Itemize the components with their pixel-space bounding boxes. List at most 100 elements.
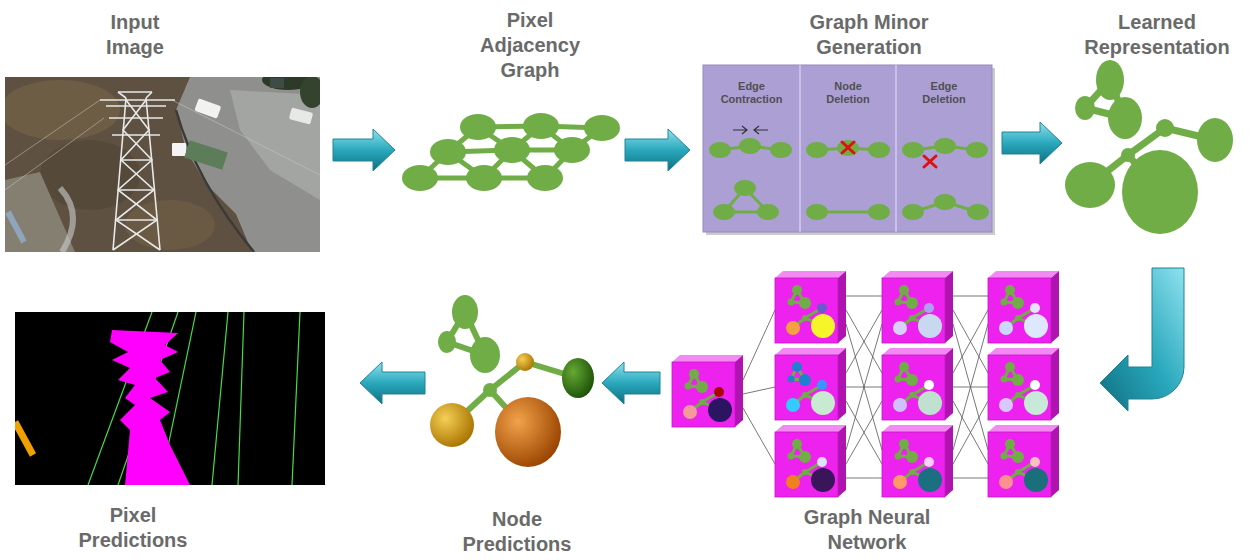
- learned-graph-part-part: [1197, 118, 1233, 162]
- network-part-part: [743, 408, 775, 464]
- minor-panel-part-part: [842, 142, 854, 153]
- minor-panel-part-part: [733, 126, 747, 134]
- minor-panel-part-part: [806, 142, 828, 158]
- minor-panel: [703, 65, 995, 235]
- stage-title: Input Image: [85, 10, 185, 60]
- aerial-photo-part-part: [116, 100, 160, 250]
- minor-panel-part-part: [734, 180, 756, 196]
- minor-panel-part: [703, 65, 992, 232]
- prediction-graph-part: [430, 403, 474, 447]
- aerial-photo-part: [300, 77, 320, 108]
- network-part: [882, 425, 953, 497]
- operation-cell: Edge Contraction: [703, 65, 800, 232]
- aerial-photo-part: [289, 107, 313, 124]
- flow-arrow: [625, 129, 690, 171]
- network-part-part: [953, 478, 988, 479]
- learned-graph-part-part: [1121, 148, 1135, 162]
- stage-title: Learned Representation: [1072, 10, 1242, 60]
- operation-label: Node Deletion: [815, 80, 881, 106]
- graph-stage: Learned Representation: [1065, 62, 1235, 235]
- network-part: [988, 425, 1059, 497]
- minor-panel-part-part: [739, 138, 761, 154]
- network-part-part: [743, 387, 775, 394]
- minor-panel-part: [799, 65, 801, 232]
- minor-panel-part-part: [966, 142, 988, 158]
- prediction-graph-part: [470, 337, 500, 373]
- network-part: [775, 425, 846, 497]
- aerial-photo-part: [40, 140, 140, 210]
- network-part: [988, 271, 1059, 343]
- learned-graph-part-part: [1122, 150, 1198, 234]
- pixel-graph-part-part: [466, 165, 502, 191]
- pixel-graph-part-part: [430, 139, 466, 165]
- minor-panel-part-part: [924, 156, 936, 167]
- prediction-graph: [430, 295, 594, 467]
- network-part-part: [953, 324, 988, 450]
- pixel-graph-part-part: [584, 115, 620, 141]
- pixel-graph-part-part: [494, 137, 530, 163]
- flow-arrow: [333, 129, 395, 171]
- aerial-photo-part: [194, 98, 221, 118]
- pixel-graph-part-part: [523, 113, 559, 139]
- minor-panel-part-part: [924, 156, 936, 167]
- learned-graph: [1065, 60, 1233, 234]
- aerial-photo-part: [176, 77, 320, 252]
- flow-arrow: [360, 362, 425, 404]
- pixel-graph-part: [420, 126, 602, 178]
- aerial-photo-part: [270, 78, 284, 88]
- network-part: [988, 348, 1059, 420]
- learned-graph-part-part: [1075, 96, 1095, 120]
- minor-panel-part-part: [770, 142, 792, 158]
- network-part-part: [953, 401, 988, 464]
- network-part-part: [846, 296, 882, 297]
- pixel-graph-part: [402, 113, 620, 191]
- learned-graph-part-part: [1108, 97, 1142, 139]
- learned-graph-part-part: [1156, 119, 1174, 137]
- minor-panel-part: [842, 142, 936, 167]
- aerial-photo-part: [5, 172, 75, 252]
- minor-panel-part-part: [967, 204, 989, 220]
- stage-title: Node Predictions: [452, 507, 582, 557]
- network-part-part: [846, 324, 882, 450]
- learned-graph-part-part: [1065, 162, 1115, 208]
- segmentation-map-part: [15, 312, 325, 485]
- aerial-photo-part: [60, 188, 73, 252]
- prediction-graph-part: [495, 397, 561, 467]
- aerial-photo-part: [184, 140, 228, 169]
- prediction-graph-part: [562, 358, 594, 398]
- minor-panel-part-part: [757, 204, 779, 220]
- prediction-graph-part: [438, 331, 456, 353]
- learned-graph-part: [1065, 60, 1233, 234]
- minor-panel-part-part: [934, 194, 956, 210]
- network-stage: Graph Neural Network: [670, 268, 1063, 498]
- network-part: [882, 271, 953, 343]
- stage-title: Pixel Predictions: [68, 503, 198, 553]
- prediction-graph-part: [452, 295, 478, 329]
- minor-panel-part: [709, 138, 989, 220]
- prediction-graph-part: [516, 353, 534, 371]
- aerial-photo-part: [8, 212, 24, 242]
- network-part: [672, 355, 743, 427]
- aerial-photo-part-part: [113, 100, 157, 250]
- network-part-part: [846, 324, 882, 450]
- segmentation-map-part: [15, 422, 33, 455]
- segmentation-map: [15, 312, 325, 485]
- minor-panel-part-part: [806, 204, 828, 220]
- aerial-photo-part-part: [100, 100, 175, 135]
- minor-panel-part-part: [934, 138, 956, 154]
- learned-graph-part-part: [1096, 60, 1124, 100]
- minor-panel-part-part: [713, 204, 735, 220]
- pixel-graph-part-part: [554, 137, 590, 163]
- graph-stage: Node Predictions: [428, 295, 600, 467]
- segmentation-map-part: [88, 312, 300, 485]
- minor-panel-part-part: [842, 142, 854, 153]
- aerial-photo-part: [230, 90, 320, 200]
- minor-panel-part-part: [868, 142, 890, 158]
- minor-panel-part-part: [902, 142, 924, 158]
- minor-panel-part: [733, 126, 768, 134]
- aerial-photo: [5, 77, 320, 252]
- flow-arrow: [1002, 122, 1062, 164]
